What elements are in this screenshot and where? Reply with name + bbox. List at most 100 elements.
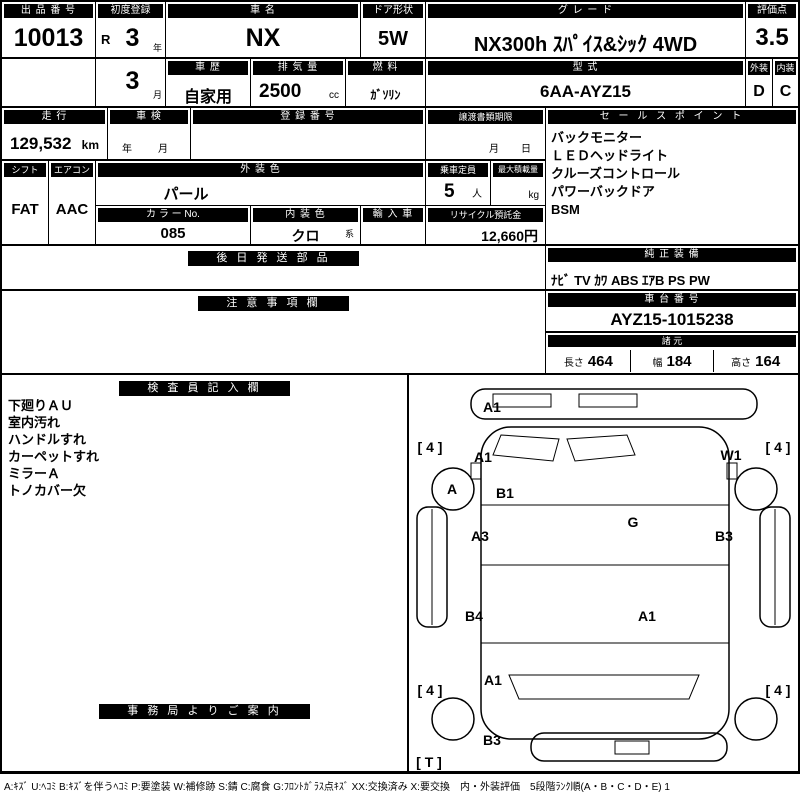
mileage-label: 走 行	[4, 110, 105, 124]
first-registration-label: 初度登録	[98, 4, 163, 18]
exterior-color-label: 外 装 色	[98, 163, 423, 177]
genuine-equipment-value: ﾅﾋﾞ TV ｶﾜ ABS ｴｱB PS PW	[551, 273, 710, 288]
aircon-label: エアコン	[51, 163, 93, 177]
lot-number-value: 10013	[13, 24, 84, 52]
first-reg-year: 3	[125, 24, 140, 52]
first-reg-month: 3	[125, 67, 140, 95]
displacement-value: 2500	[259, 81, 302, 102]
tread-marker: [ 4 ]	[765, 682, 791, 698]
chassis-number-value: AYZ15-1015238	[610, 310, 734, 329]
height-dim: 高さ 164	[713, 350, 797, 372]
aircon-value: AAC	[55, 201, 89, 218]
door-shape-label: ドア形状	[363, 4, 423, 18]
displacement-label: 排 気 量	[253, 61, 343, 75]
sales-points-label: セ ー ル ス ポ イ ン ト	[548, 110, 796, 124]
car-diagram-cell: A1 [ 4 ] A1 W1 [ 4 ] A B1 G A3 B3 B4 A1 …	[408, 374, 799, 772]
sales-points-cell: セ ー ル ス ポ イ ン ト バックモニター ＬＥＤヘッドライト クルーズコン…	[545, 107, 799, 245]
dimensions-cell: 諸 元 長さ 464 幅 184 高さ 164	[545, 332, 799, 374]
transfer-docs-cell: 譲渡書類期限 月 日	[425, 107, 546, 160]
length-label: 長さ	[563, 357, 584, 369]
damage-marker: A1	[483, 399, 501, 415]
sales-point-item: バックモニター	[551, 130, 643, 145]
mileage-unit: km	[81, 138, 99, 152]
model-code-value: 6AA-AYZ15	[539, 82, 632, 101]
fuel-label: 燃 料	[348, 61, 423, 75]
month-unit: 月	[152, 90, 162, 100]
era-value: R	[101, 32, 111, 47]
displacement-unit: cc	[329, 90, 339, 101]
displacement-cell: 排 気 量 2500 cc	[250, 58, 346, 107]
interior-color-cell: 内 装 色 クロ 系	[250, 205, 361, 245]
aircon-cell: エアコン AAC	[48, 160, 96, 245]
sales-point-item: クルーズコントロール	[551, 166, 680, 181]
lot-number-cell: 出 品 番 号 10013	[1, 1, 96, 58]
inspector-note: ミラーＡ	[8, 466, 61, 481]
lot-number-label: 出 品 番 号	[4, 4, 93, 18]
exterior-grade-value: D	[753, 83, 765, 100]
legend-text: A:ｷｽﾞ U:ﾍｺﾐ B:ｷｽﾞを伴うﾍｺﾐ P:要塗装 W:補修跡 S:錆 …	[4, 782, 670, 793]
damage-marker: A1	[484, 672, 502, 688]
damage-marker: B3	[715, 528, 733, 544]
exterior-grade-label: 外装	[748, 61, 770, 75]
score-value: 3.5	[755, 24, 789, 51]
door-shape-value: 5W	[378, 28, 408, 50]
recycle-deposit-label: リサイクル預託金	[428, 208, 543, 222]
registration-number-label: 登 録 番 号	[193, 110, 423, 124]
color-number-value: 085	[160, 225, 186, 242]
later-parts-label: 後 日 発 送 部 品	[188, 251, 359, 266]
inspector-note: 下廻りＡＵ	[8, 398, 74, 413]
car-diagram	[416, 388, 791, 762]
shaken-cell: 車 検 年 月	[107, 107, 191, 160]
lot-empty-cell	[1, 58, 96, 107]
car-name-value: NX	[245, 24, 281, 52]
max-load-unit: kg	[528, 190, 539, 201]
damage-marker: A1	[474, 449, 492, 465]
width-value: 184	[666, 352, 692, 370]
score-cell: 評価点 3.5	[745, 1, 799, 58]
car-name-label: 車 名	[168, 4, 358, 18]
damage-marker: B3	[483, 732, 501, 748]
chassis-number-cell: 車 台 番 号 AYZ15-1015238	[545, 290, 799, 332]
mileage-value: 129,532	[10, 134, 72, 153]
width-label: 幅	[652, 357, 663, 369]
capacity-unit: 人	[472, 189, 482, 200]
inspector-note: トノカバー欠	[8, 483, 87, 498]
shift-cell: シフト FAT	[1, 160, 49, 245]
length-dim: 長さ 464	[547, 350, 630, 372]
height-label: 高さ	[731, 357, 752, 369]
color-number-cell: カ ラ ー No. 085	[95, 205, 251, 245]
height-value: 164	[755, 352, 781, 370]
interior-color-label: 内 装 色	[253, 208, 358, 222]
capacity-value: 5	[444, 181, 455, 202]
caution-cell: 注 意 事 項 欄	[1, 290, 546, 374]
damage-marker: B1	[496, 485, 514, 501]
max-load-label: 最大積載量	[493, 163, 543, 177]
car-name-cell: 車 名 NX	[165, 1, 361, 58]
genuine-equipment-cell: 純 正 装 備 ﾅﾋﾞ TV ｶﾜ ABS ｴｱB PS PW	[545, 245, 799, 290]
damage-marker: A	[446, 481, 458, 497]
caution-label: 注 意 事 項 欄	[198, 296, 349, 311]
office-label: 事 務 局 よ り ご 案 内	[99, 704, 310, 719]
history-label: 車 歴	[168, 61, 248, 75]
tread-marker: [ 4 ]	[417, 439, 443, 455]
damage-marker: W1	[720, 447, 742, 463]
spare-tire-marker: [ T ]	[416, 754, 442, 770]
exterior-color-value: パール	[163, 186, 209, 203]
registration-number-cell: 登 録 番 号	[190, 107, 426, 160]
model-code-label: 型 式	[428, 61, 743, 75]
shaken-value: 年 月	[122, 144, 176, 155]
shift-label: シフト	[4, 163, 46, 177]
transfer-docs-label: 譲渡書類期限	[428, 110, 543, 124]
sales-point-item: パワーバックドア	[551, 184, 655, 199]
year-unit: 年	[152, 43, 162, 53]
chassis-number-label: 車 台 番 号	[548, 293, 796, 307]
capacity-label: 乗車定員	[428, 163, 488, 177]
width-dim: 幅 184	[629, 350, 714, 372]
fuel-cell: 燃 料 ｶﾞｿﾘﾝ	[345, 58, 426, 107]
history-cell: 車 歴 自家用	[165, 58, 251, 107]
inspector-notes: 下廻りＡＵ 室内汚れ ハンドルすれ カーペットすれ ミラーＡ トノカバー欠	[8, 397, 99, 499]
interior-color-unit: 系	[344, 229, 354, 239]
damage-marker: G	[627, 514, 639, 530]
capacity-cell: 乗車定員 5 人	[425, 160, 491, 206]
